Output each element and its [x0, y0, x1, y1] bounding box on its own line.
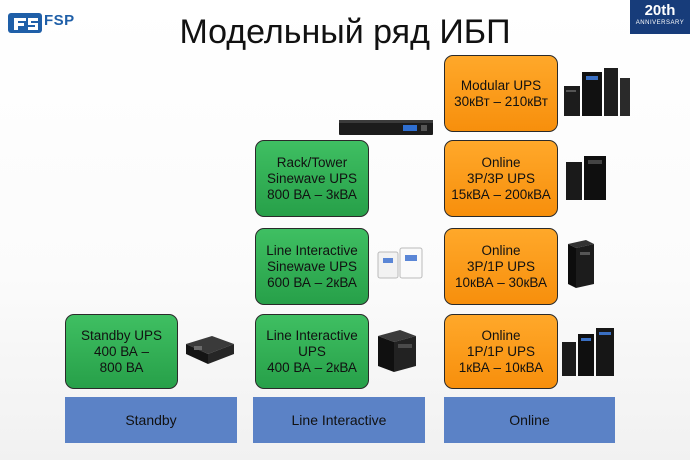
standby-ups-box: Standby UPS 400 ВА – 800 ВА: [65, 314, 178, 389]
page-title: Модельный ряд ИБП: [179, 13, 511, 51]
category-standby: Standby: [65, 397, 237, 443]
line-interactive-sinewave-label: Line Interactive Sinewave UPS 600 ВА – 2…: [266, 242, 358, 290]
fsp-logo-icon: [8, 13, 42, 33]
white-ups-device-icon: [377, 247, 423, 279]
modular-ups-device-icon: [564, 68, 630, 116]
anniversary-word: ANNIVERSARY: [635, 20, 685, 26]
line-interactive-ups-label: Line Interactive UPS 400 ВА – 2кВА: [266, 327, 358, 375]
line-interactive-sinewave-box: Line Interactive Sinewave UPS 600 ВА – 2…: [255, 228, 369, 305]
anniversary-badge: 20th ANNIVERSARY: [630, 0, 690, 34]
rack-tower-box: Rack/Tower Sinewave UPS 800 ВА – 3кВА: [255, 140, 369, 217]
category-online: Online: [444, 397, 615, 443]
online-3p1p-label: Online 3P/1P UPS 10кВА – 30кВА: [455, 242, 547, 290]
standby-ups-label: Standby UPS 400 ВА – 800 ВА: [80, 327, 163, 375]
category-online-label: Online: [509, 412, 550, 428]
anniversary-number: 20th: [644, 2, 676, 19]
category-standby-label: Standby: [125, 412, 177, 428]
line-interactive-ups-box: Line Interactive UPS 400 ВА – 2кВА: [255, 314, 369, 389]
modular-ups-label: Modular UPS 30кВт – 210кВт: [454, 77, 548, 109]
standby-ups-device-icon: [186, 336, 234, 364]
online-1p1p-device-icon: [562, 328, 614, 376]
online-3p1p-device-icon: [568, 240, 594, 288]
online-1p1p-label: Online 1P/1P UPS 1кВА – 10кВА: [458, 327, 544, 375]
online-3p3p-box: Online 3P/3P UPS 15кВА – 200кВА: [444, 140, 558, 217]
online-3p1p-box: Online 3P/1P UPS 10кВА – 30кВА: [444, 228, 558, 305]
modular-ups-box: Modular UPS 30кВт – 210кВт: [444, 55, 558, 132]
online-1p1p-box: Online 1P/1P UPS 1кВА – 10кВА: [444, 314, 558, 389]
black-ups-device-icon: [378, 330, 416, 372]
rack-ups-device-icon: [339, 120, 433, 135]
online-3p3p-device-icon: [566, 156, 606, 200]
logo-text: FSP: [44, 12, 75, 29]
category-line-interactive: Line Interactive: [253, 397, 425, 443]
category-line-interactive-label: Line Interactive: [291, 412, 387, 428]
rack-tower-label: Rack/Tower Sinewave UPS 800 ВА – 3кВА: [266, 154, 358, 202]
online-3p3p-label: Online 3P/3P UPS 15кВА – 200кВА: [451, 154, 551, 202]
